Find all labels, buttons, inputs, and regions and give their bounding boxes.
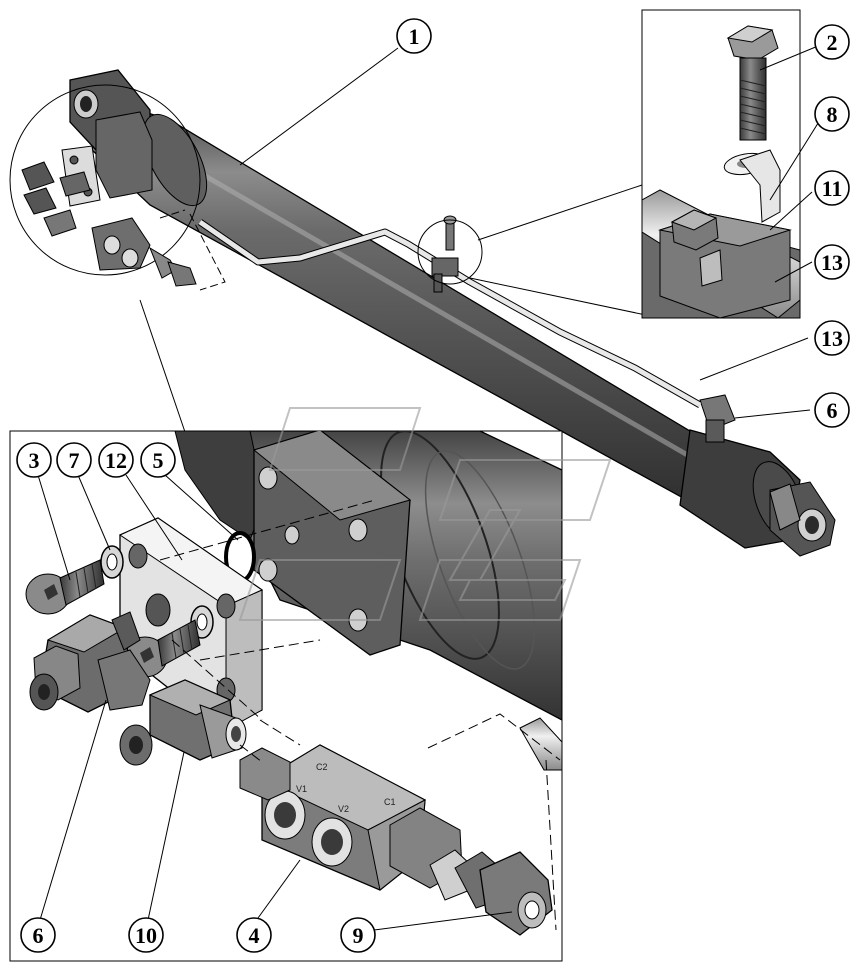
callout-13a: 13 [814,244,850,280]
svg-text:6: 6 [827,398,838,423]
valve-cluster-overview [9,84,226,291]
tube-end-detail [519,717,562,771]
valve-marking-c1: C1 [384,797,396,807]
socket-screw-3 [25,559,105,615]
svg-text:8: 8 [827,102,838,127]
svg-text:13: 13 [821,326,843,351]
valve-marking-v1: V1 [296,784,307,794]
callout-10: 10 [128,917,164,953]
svg-text:5: 5 [153,448,164,473]
tee-fitting-10 [119,679,247,766]
svg-text:7: 7 [69,448,80,473]
callout-6b: 6 [20,917,56,953]
callout-leaders [37,45,821,931]
callout-2: 2 [814,24,850,60]
svg-text:4: 4 [249,923,260,948]
callout-3: 3 [16,442,52,478]
bolt-hex [726,25,779,141]
svg-text:11: 11 [822,176,843,201]
callout-6a: 6 [814,392,850,428]
callout-1: 1 [396,18,432,54]
cylinder-collar [142,113,208,207]
clamp-zoom-circle [417,219,483,285]
svg-text:6: 6 [33,923,44,948]
watermark-logo [238,407,612,621]
svg-text:9: 9 [353,923,364,948]
callout-13b: 13 [814,320,850,356]
callout-9: 9 [340,917,376,953]
valve-marking-v2: V2 [338,804,349,814]
callout-12: 12 [98,442,134,478]
svg-text:10: 10 [135,923,157,948]
rod-end-clevis [769,481,836,557]
svg-text:2: 2 [827,30,838,55]
svg-text:3: 3 [29,448,40,473]
callout-7: 7 [56,442,92,478]
tube-clamp-small [431,215,459,293]
valve-zoom-circle [9,84,201,276]
cylinder-main-view [69,69,836,557]
callout-5: 5 [140,442,176,478]
svg-text:13: 13 [821,250,843,275]
callout-11: 11 [814,170,850,206]
port-fitting-front [699,394,736,443]
valve-marking-c2: C2 [316,762,328,772]
callout-8: 8 [814,96,850,132]
clamp-detail-inset [641,9,801,319]
svg-text:1: 1 [409,24,420,49]
svg-text:12: 12 [105,448,127,473]
callout-4: 4 [236,917,272,953]
elbow-fitting-6 [29,611,151,713]
